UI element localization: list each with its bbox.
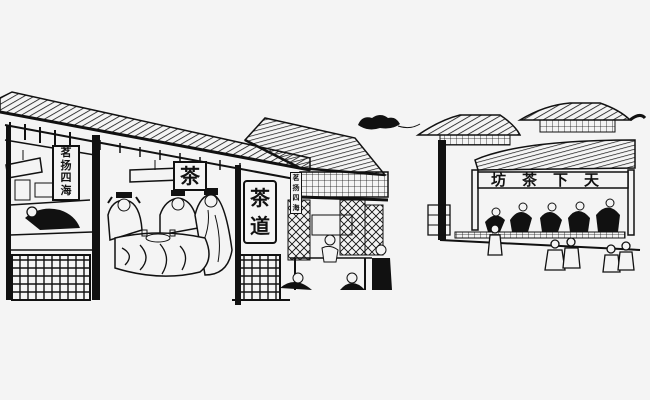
sign-char: 海 — [60, 183, 72, 197]
gate-banner-text: 坊茶下天 — [490, 171, 615, 189]
sign-char: 海 — [292, 203, 300, 212]
sign-left-vertical: 茗 扬 四 海 — [52, 145, 80, 201]
sign-small-vertical: 茗 扬 四 海 — [290, 172, 302, 214]
scholars-group — [107, 188, 233, 276]
gate-pavilion — [415, 102, 647, 273]
cloud — [358, 115, 400, 130]
sign-char: 道 — [250, 214, 270, 238]
sign-tea-way: 茶 道 — [243, 180, 277, 244]
sign-char: 茗 — [60, 146, 72, 159]
sign-char: 扬 — [292, 183, 300, 192]
sign-char: 茶 — [250, 186, 270, 210]
sign-char: 四 — [60, 171, 72, 184]
left-teahouse — [0, 91, 311, 305]
sign-char: 扬 — [60, 158, 72, 172]
sign-char: 茗 — [292, 173, 300, 182]
sign-hanging-tea: 茶 — [173, 161, 207, 191]
sign-char: 茶 — [180, 164, 200, 188]
sign-char: 四 — [292, 193, 300, 202]
middle-building — [243, 117, 392, 290]
